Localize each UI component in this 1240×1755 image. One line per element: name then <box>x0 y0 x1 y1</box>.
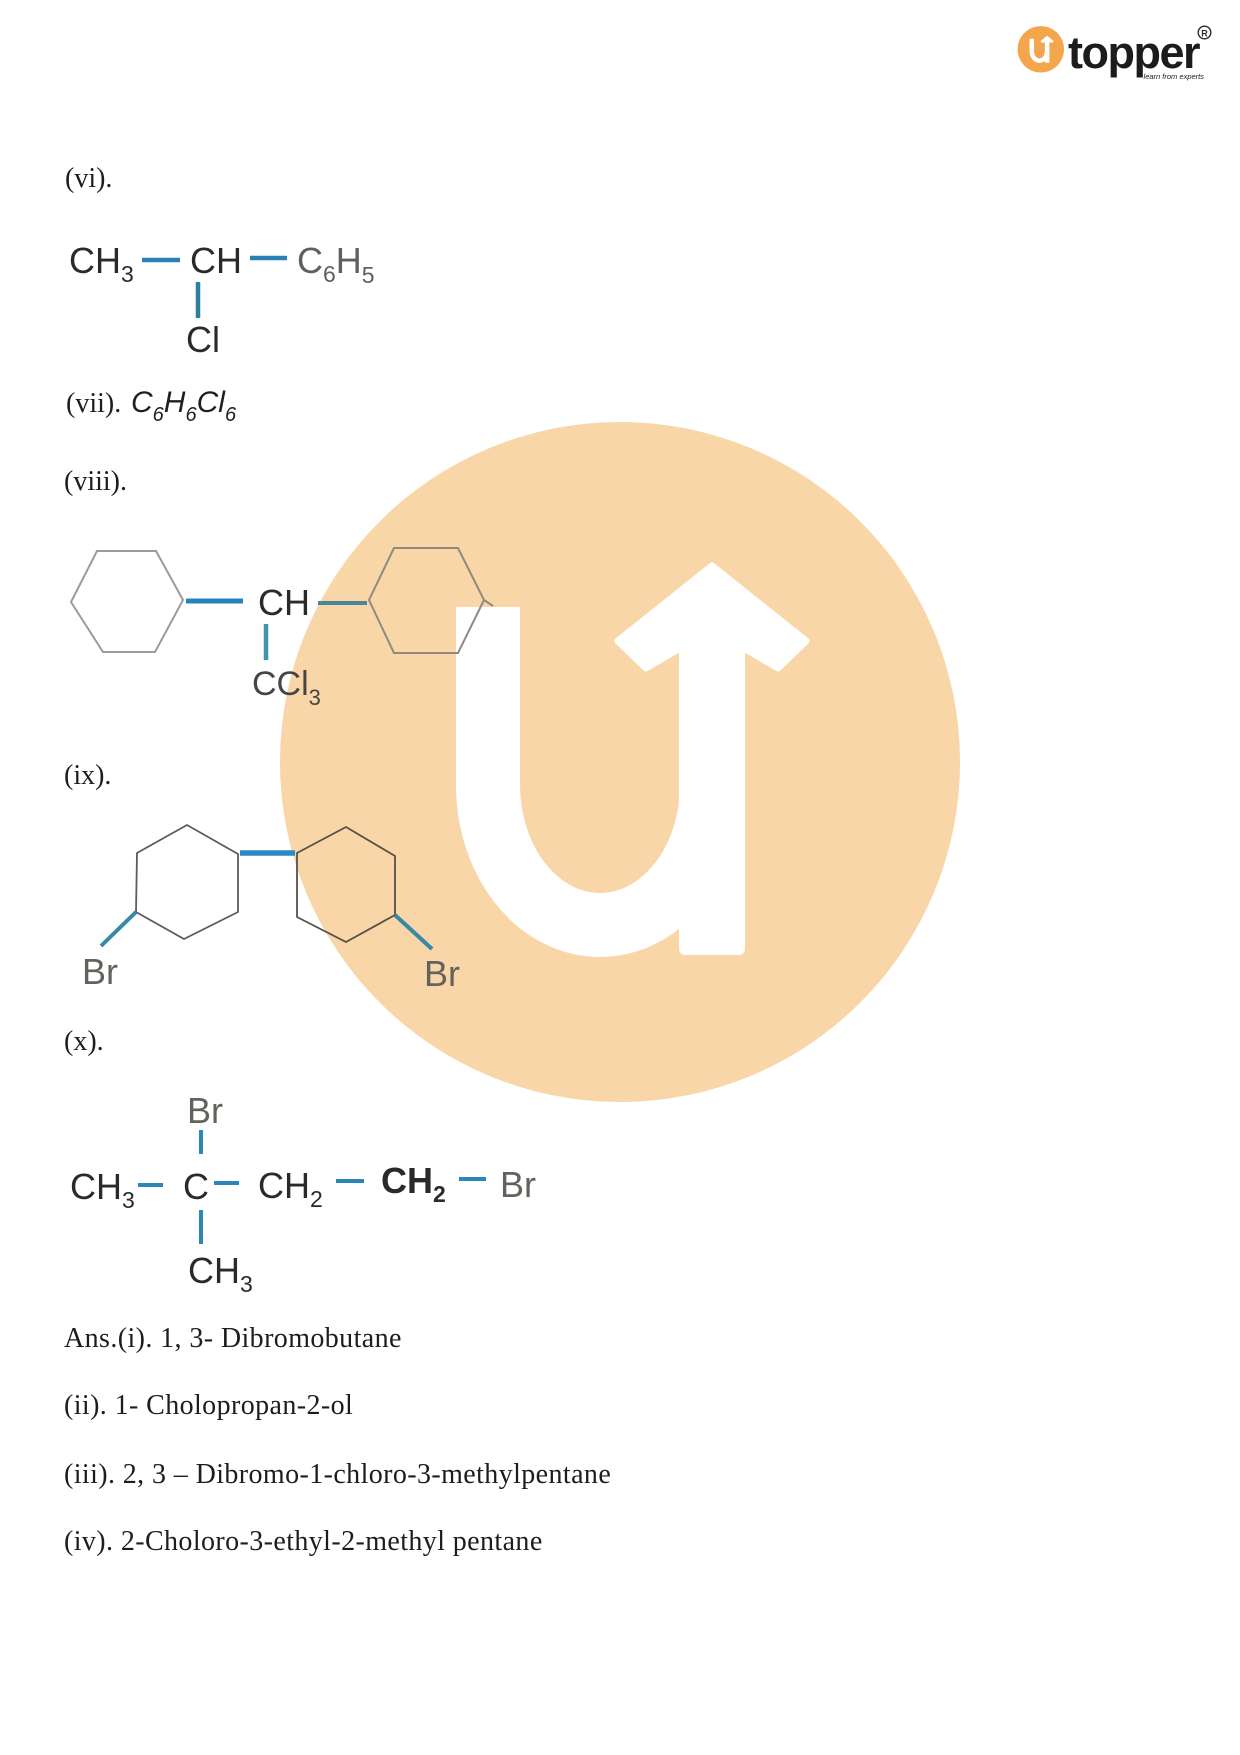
svg-text:topper: topper <box>1068 27 1200 78</box>
svg-text:C6H6Cl6: C6H6Cl6 <box>131 386 237 426</box>
svg-text:(iii). 2, 3 – Dibromo-1-chloro: (iii). 2, 3 – Dibromo-1-chloro-3-methylp… <box>64 1459 611 1490</box>
svg-text:(iv). 2-Choloro-3-ethyl-2-meth: (iv). 2-Choloro-3-ethyl-2-methyl pentane <box>64 1526 543 1557</box>
svg-text:CH2: CH2 <box>381 1160 446 1207</box>
svg-text:(vi).: (vi). <box>65 163 112 194</box>
svg-text:(x).: (x). <box>64 1026 104 1057</box>
svg-text:Cl: Cl <box>186 319 220 360</box>
svg-text:R: R <box>1201 28 1208 38</box>
svg-text:Br: Br <box>82 951 118 992</box>
svg-text:Br: Br <box>500 1164 536 1205</box>
svg-text:(ii). 1- Cholopropan-2-ol: (ii). 1- Cholopropan-2-ol <box>64 1390 353 1421</box>
svg-text:CCl3: CCl3 <box>252 665 321 710</box>
svg-text:CH3: CH3 <box>188 1250 253 1297</box>
svg-text:(ix).: (ix). <box>64 760 111 791</box>
svg-text:learn from experts: learn from experts <box>1144 72 1205 81</box>
svg-text:C6H5: C6H5 <box>297 240 375 288</box>
svg-text:CH2: CH2 <box>258 1165 323 1212</box>
svg-text:CH3: CH3 <box>69 240 134 287</box>
svg-text:Ans.(i). 1, 3- Dibromobutane: Ans.(i). 1, 3- Dibromobutane <box>64 1323 402 1354</box>
svg-text:(viii).: (viii). <box>64 466 127 497</box>
svg-text:(vii).: (vii). <box>66 388 121 419</box>
svg-text:CH: CH <box>258 582 310 623</box>
svg-text:CH: CH <box>190 240 242 281</box>
svg-text:CH3: CH3 <box>70 1166 135 1213</box>
svg-text:Br: Br <box>187 1090 223 1131</box>
svg-text:Br: Br <box>424 953 460 994</box>
svg-text:C: C <box>183 1166 209 1207</box>
